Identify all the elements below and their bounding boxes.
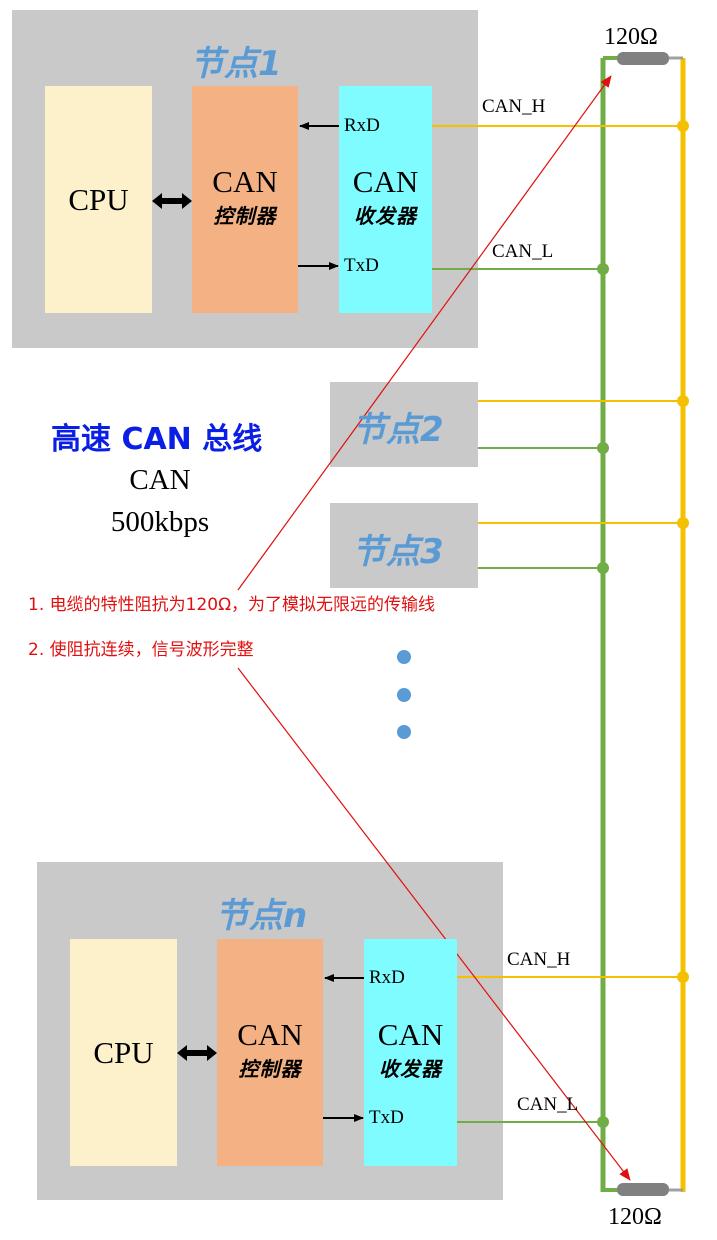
node-n-can-h-label: CAN_H <box>507 949 571 970</box>
node-1-can-transceiver: CAN 收发器 <box>339 86 432 313</box>
node-1-transceiver-label: CAN <box>352 164 419 199</box>
node-1-can-h-label: CAN_H <box>482 96 546 117</box>
bitrate-label: 500kbps <box>110 506 210 538</box>
ellipsis-dot <box>397 725 411 739</box>
ellipsis-dot <box>397 688 411 702</box>
node-1-cpu: CPU <box>45 86 152 313</box>
node-n-txd-label: TxD <box>369 1107 404 1128</box>
noden-bus-arrow <box>177 1045 217 1061</box>
node-n-title: 节点n <box>215 896 308 936</box>
node1-bus-arrow <box>152 193 192 209</box>
node-3-panel <box>330 503 478 588</box>
node-n-controller-label: CAN <box>237 1017 303 1052</box>
node-1-transceiver-sub: 收发器 <box>354 204 417 228</box>
node-2-panel <box>330 382 478 467</box>
node-1-can-l-label: CAN_L <box>492 241 554 262</box>
bottom-resistor <box>617 1183 669 1196</box>
node-2-title: 节点2 <box>352 410 444 450</box>
top-resistor <box>617 52 669 65</box>
bus-title: 高速 CAN 总线 <box>51 422 263 457</box>
node-3-title: 节点3 <box>352 532 444 572</box>
node-1-rxd-label: RxD <box>344 115 380 136</box>
node-n-can-l-label: CAN_L <box>517 1094 579 1115</box>
node-n-cpu: CPU <box>70 939 177 1166</box>
node-n-transceiver-label: CAN <box>377 1017 444 1052</box>
node-1-title: 节点1 <box>190 44 282 84</box>
note-arrow-bottom <box>237 667 631 1181</box>
node-n-can-transceiver: CAN 收发器 <box>364 939 457 1166</box>
node-1-can-controller: CAN 控制器 <box>192 86 298 313</box>
protocol-label: CAN <box>129 464 191 496</box>
note-arrow-top <box>237 75 612 591</box>
top-resistor-label: 120Ω <box>604 24 658 50</box>
node-1-controller-label: CAN <box>212 164 278 199</box>
node-n-controller-sub: 控制器 <box>238 1057 302 1081</box>
ellipsis-dot <box>397 650 411 664</box>
note-1: 1. 电缆的特性阻抗为120Ω，为了模拟无限远的传输线 <box>28 595 436 615</box>
node-n-rxd-label: RxD <box>369 967 405 988</box>
node-n-transceiver-sub: 收发器 <box>379 1057 442 1081</box>
bottom-resistor-label: 120Ω <box>608 1204 662 1230</box>
node-n-can-controller: CAN 控制器 <box>217 939 323 1166</box>
note-2: 2. 使阻抗连续，信号波形完整 <box>28 640 254 660</box>
node-1-controller-sub: 控制器 <box>213 204 277 228</box>
node-1-txd-label: TxD <box>344 255 379 276</box>
